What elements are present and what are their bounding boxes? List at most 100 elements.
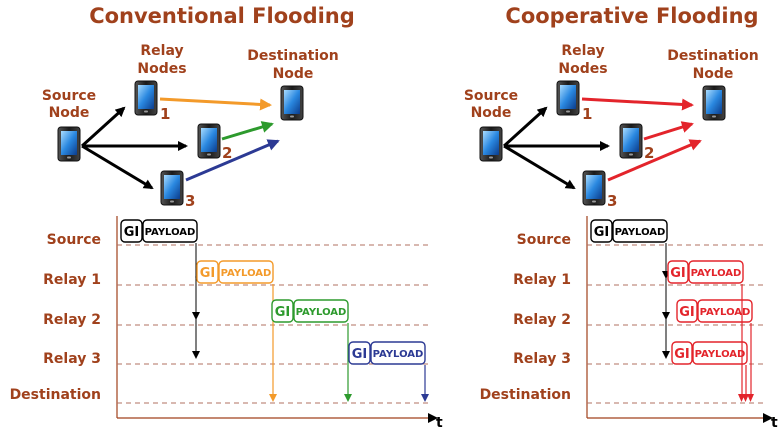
destination-phone-icon xyxy=(702,85,726,121)
row-label-relay-2: Relay 2 xyxy=(513,312,571,328)
packet-gi-box xyxy=(676,299,698,323)
relay1-to-destination-arrow xyxy=(581,97,694,111)
phone-screen xyxy=(164,175,180,199)
source-node-label-line1: Source xyxy=(42,88,96,104)
relay2-to-destination-timing-arrowhead xyxy=(344,394,352,402)
row-label-relay-1: Relay 1 xyxy=(513,272,571,288)
relay3-packet: GI PAYLOAD xyxy=(671,341,748,365)
relay3-phone-icon xyxy=(582,170,606,206)
row-label-source: Source xyxy=(47,232,101,248)
phone-screen xyxy=(138,85,154,109)
phone-screen xyxy=(284,90,300,114)
source-phone-icon xyxy=(57,126,81,162)
source-node-label-line1: Source xyxy=(464,88,518,104)
packet-payload-box xyxy=(218,260,274,284)
phone-screen xyxy=(623,128,639,152)
relay3-number: 3 xyxy=(185,192,195,210)
destination-phone-icon xyxy=(280,85,304,121)
row-label-relay-2: Relay 2 xyxy=(43,312,101,328)
packet-gi-box xyxy=(667,260,689,284)
relay-nodes-label-line2: Nodes xyxy=(558,61,607,77)
packet-gi-label: GI xyxy=(124,225,140,240)
source-to-relay3-timing-arrowhead xyxy=(192,351,200,359)
relay1-number: 1 xyxy=(582,105,592,123)
relay1-phone-icon xyxy=(134,80,158,116)
relay2-to-destination-timing-arrowhead xyxy=(747,394,754,402)
source-to-relay3-timing-arrowhead xyxy=(662,351,670,359)
panel-title: Conventional Flooding xyxy=(89,4,355,28)
relay2-packet: GI PAYLOAD xyxy=(271,299,349,323)
relay1-phone-icon xyxy=(556,80,580,116)
relay2-to-destination-arrow xyxy=(643,121,694,141)
relay3-to-destination-arrow xyxy=(607,139,702,182)
phone-button xyxy=(592,200,596,203)
phone-screen xyxy=(586,175,602,199)
relay-nodes-label-line1: Relay xyxy=(561,43,604,59)
relay2-phone-icon xyxy=(197,123,221,159)
row-label-destination: Destination xyxy=(10,387,101,403)
packet-gi-box xyxy=(196,260,219,284)
packet-gi-label: GI xyxy=(275,305,291,320)
packet-gi-label: GI xyxy=(200,266,216,281)
relay3-to-destination-timing-arrowhead xyxy=(742,394,749,402)
packet-gi-label: GI xyxy=(674,347,690,362)
phone-button xyxy=(489,156,493,159)
destination-node-label-line1: Destination xyxy=(247,48,338,64)
relay1-to-destination-timing-arrowhead xyxy=(269,394,277,402)
source-to-relay3-arrow xyxy=(503,144,576,190)
row-label-destination: Destination xyxy=(480,387,571,403)
packet-gi-box xyxy=(120,219,143,243)
phone-button xyxy=(712,115,716,118)
row-label-source: Source xyxy=(517,232,571,248)
source-to-relay1-arrow xyxy=(80,106,126,148)
packet-gi-box xyxy=(348,341,371,365)
phone-screen xyxy=(560,85,576,109)
packet-payload-box xyxy=(142,219,198,243)
relay2-phone-icon xyxy=(619,123,643,159)
phone-button xyxy=(629,153,633,156)
source-to-relay3-arrow xyxy=(81,144,154,190)
panel-title: Cooperative Flooding xyxy=(505,4,758,28)
packet-payload-label: PAYLOAD xyxy=(145,227,196,238)
row-label-relay-3: Relay 3 xyxy=(43,351,101,367)
packet-payload-box xyxy=(612,219,668,243)
source-node-label-line2: Node xyxy=(49,105,90,121)
destination-node-label-line2: Node xyxy=(273,66,314,82)
relay-nodes-label-line1: Relay xyxy=(140,43,183,59)
phone-screen xyxy=(61,131,77,155)
packet-payload-label: PAYLOAD xyxy=(296,307,347,318)
packet-payload-label: PAYLOAD xyxy=(700,307,751,318)
phone-screen xyxy=(483,131,499,155)
relay2-to-destination-arrow xyxy=(221,121,274,141)
timing-diagram-cooperative: Source Relay 1 Relay 2 Relay 3 Destinati… xyxy=(480,216,778,430)
time-axis-label: t xyxy=(436,415,443,430)
timing-diagram-conventional: Source Relay 1 Relay 2 Relay 3 Destinati… xyxy=(10,216,443,430)
packet-payload-box xyxy=(293,299,349,323)
phone-button xyxy=(170,200,174,203)
phone-screen xyxy=(201,128,217,152)
relay2-number: 2 xyxy=(222,144,232,162)
packet-gi-label: GI xyxy=(679,305,695,320)
time-axis-label: t xyxy=(771,415,778,430)
packet-payload-label: PAYLOAD xyxy=(695,349,746,360)
packet-payload-label: PAYLOAD xyxy=(691,268,742,279)
relay-nodes-label-line2: Nodes xyxy=(137,61,186,77)
relay3-to-destination-timing-arrowhead xyxy=(421,394,429,402)
relay2-packet: GI PAYLOAD xyxy=(676,299,753,323)
relay1-to-destination-arrow xyxy=(159,97,272,111)
relay1-number: 1 xyxy=(160,105,170,123)
packet-gi-box xyxy=(671,341,693,365)
source-phone-icon xyxy=(479,126,503,162)
relay3-to-destination-arrow xyxy=(185,139,280,182)
panel-conventional: Conventional Flooding Source Node Relay … xyxy=(42,4,355,210)
phone-button xyxy=(566,110,570,113)
packet-payload-label: PAYLOAD xyxy=(615,227,666,238)
destination-node-label-line1: Destination xyxy=(667,48,758,64)
row-label-relay-1: Relay 1 xyxy=(43,272,101,288)
relay3-number: 3 xyxy=(607,192,617,210)
